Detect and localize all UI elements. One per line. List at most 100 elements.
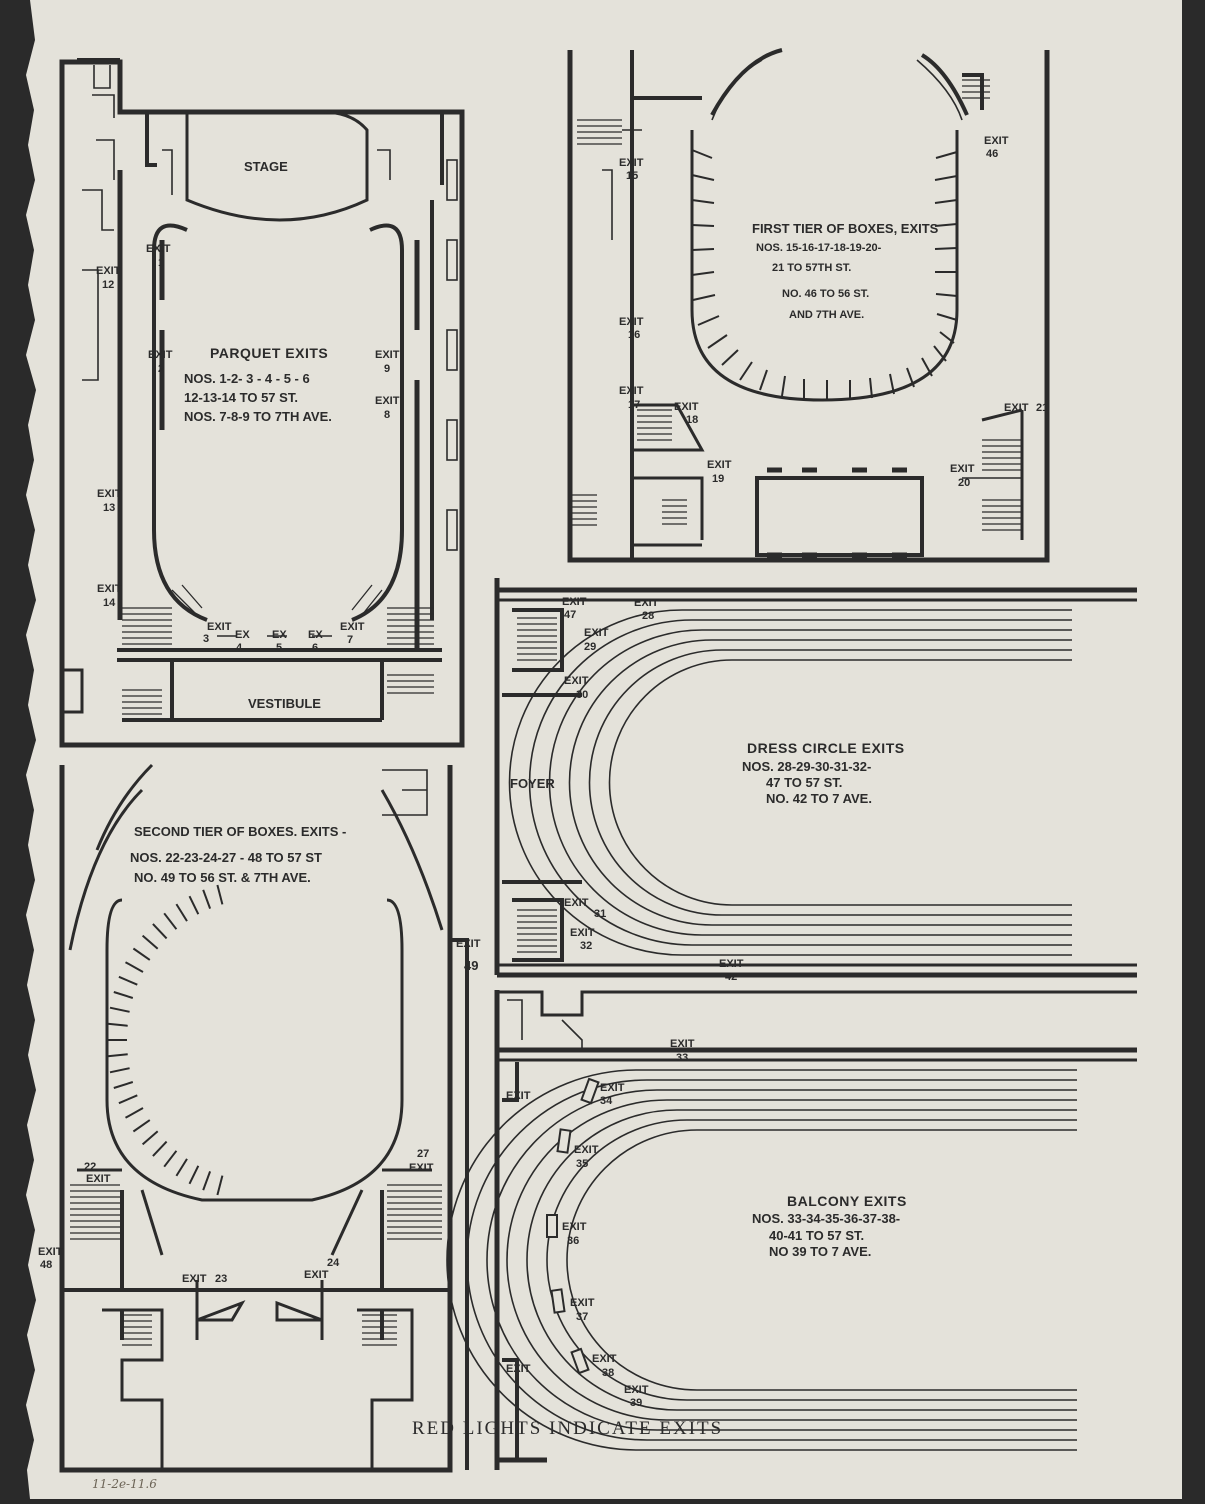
exit-label: EX — [235, 629, 250, 641]
exit-label: EXIT — [984, 135, 1009, 147]
seat-row — [466, 1079, 1077, 1441]
first-tier-line-3: NO. 46 TO 56 ST. — [782, 288, 869, 300]
exit-number: 24 — [327, 1257, 340, 1269]
exit-label: EXIT — [456, 938, 481, 950]
exit-number: 2 — [158, 363, 164, 375]
exit-number: 49 — [464, 958, 478, 973]
balcony-title: BALCONY EXITS — [787, 1193, 907, 1209]
seat-row — [508, 609, 1072, 956]
exit-number: 12 — [102, 279, 114, 291]
exit-number: 48 — [40, 1259, 52, 1271]
second-tier-line-1: NOS. 22-23-24-27 - 48 TO 57 ST — [130, 850, 322, 865]
box-partition — [202, 1171, 212, 1191]
exit-label: EXIT — [148, 349, 173, 361]
exit-label: EXIT — [619, 385, 644, 397]
exit-number: 19 — [712, 473, 724, 485]
seating-rows — [508, 609, 1072, 956]
seat-row — [446, 1069, 1077, 1451]
seat-row — [506, 1099, 1077, 1421]
box-partition — [118, 975, 138, 986]
box-partition — [125, 961, 144, 973]
box-partition — [141, 1130, 159, 1146]
vestibule-label: VESTIBULE — [248, 696, 321, 711]
exit-number: 39 — [630, 1397, 642, 1409]
parquet-line-2: 12-13-14 TO 57 ST. — [184, 390, 298, 405]
balcony-line-3: NO 39 TO 7 AVE. — [769, 1244, 871, 1259]
exit-label: EXIT — [634, 597, 659, 609]
balcony-line-2: 40-41 TO 57 ST. — [769, 1228, 864, 1243]
second-tier-line-2: NO. 49 TO 56 ST. & 7TH AVE. — [134, 870, 311, 885]
exit-label: EXIT — [562, 1221, 587, 1233]
exit-number: 5 — [276, 642, 282, 654]
exit-label: EX — [272, 629, 287, 641]
dress-circle-plan: FOYER DRESS CIRCLE EXITS NOS. 28-29-30-3… — [494, 578, 1137, 983]
exit-number: 47 — [564, 609, 576, 621]
parquet-plan: STAGE VESTIBULE PARQUET EXITS NOS. 1-2- … — [59, 58, 465, 748]
caption: RED LIGHTS INDICATE EXITS — [412, 1418, 723, 1439]
first-tier-exit-labels: EXIT 15 EXIT 16 EXIT 17 EXIT 18 EXIT 19 … — [619, 135, 1048, 489]
balcony-line-1: NOS. 33-34-35-36-37-38- — [752, 1211, 900, 1226]
exit-label: EXIT — [564, 897, 589, 909]
seat-row — [546, 1119, 1077, 1401]
exit-label: EXIT — [182, 1273, 207, 1285]
dress-circle-line-1: NOS. 28-29-30-31-32- — [742, 759, 871, 774]
box-partition — [188, 1165, 200, 1185]
exit-number: 6 — [312, 642, 318, 654]
parquet-exit-labels: EXIT 1 EXIT 2 EXIT 3 EX 4 EX 5 EX 6 EXIT… — [96, 243, 400, 654]
dress-circle-exit-labels: EXIT 47 EXIT 28 EXIT 29 EXIT 30 EXIT 31 … — [562, 596, 744, 983]
exit-label: EXIT — [506, 1363, 531, 1375]
exit-label: EXIT — [97, 583, 122, 595]
exit-number: 42 — [725, 971, 737, 983]
exit-label: EXIT — [950, 463, 975, 475]
exit-label: EXIT — [670, 1038, 695, 1050]
exit-label: EXIT — [38, 1246, 63, 1258]
exit-number: 21 — [1036, 402, 1048, 414]
box-partition — [216, 1175, 224, 1196]
box-partition — [118, 1094, 138, 1105]
box-partition — [113, 1081, 134, 1089]
exit-label: EXIT — [1004, 402, 1029, 414]
box-partitions — [107, 884, 224, 1196]
exit-number: 23 — [215, 1273, 227, 1285]
box-partition — [202, 889, 212, 909]
exit-number: 46 — [986, 148, 998, 160]
stairs — [70, 1184, 442, 1346]
exit-label: EXIT — [97, 488, 122, 500]
stairs — [572, 79, 1022, 531]
seat-row — [528, 619, 1072, 946]
parquet-line-1: NOS. 1-2- 3 - 4 - 5 - 6 — [184, 371, 310, 386]
exit-number: 9 — [384, 363, 390, 375]
exit-label: EXIT — [574, 1144, 599, 1156]
dress-circle-line-2: 47 TO 57 ST. — [766, 775, 842, 790]
exit-label: EXIT — [86, 1173, 111, 1185]
dress-circle-line-3: NO. 42 TO 7 AVE. — [766, 791, 872, 806]
box-partition — [109, 1067, 130, 1074]
parquet-title: PARQUET EXITS — [210, 345, 328, 361]
box-partition — [107, 1053, 128, 1058]
exit-label: EXIT — [375, 395, 400, 407]
exit-label: EXIT — [584, 627, 609, 639]
box-partition — [163, 1150, 178, 1168]
paper-sheet — [26, 0, 1182, 1499]
exit-number: 32 — [580, 940, 592, 952]
exit-label: EXIT — [564, 675, 589, 687]
stairs — [517, 617, 557, 953]
exit-label: EXIT — [375, 349, 400, 361]
exit-number: 4 — [236, 642, 243, 654]
exit-label: EXIT — [707, 459, 732, 471]
exit-number: 20 — [958, 477, 970, 489]
exit-label: EXIT — [146, 243, 171, 255]
handwritten-note: 11-2e-11.6 — [92, 1477, 157, 1491]
exit-label: EXIT — [719, 958, 744, 970]
first-tier-plan: FIRST TIER OF BOXES, EXITS NOS. 15-16-17… — [567, 48, 1050, 563]
exit-label: EXIT — [304, 1269, 329, 1281]
seat-row — [568, 639, 1072, 926]
seat-row — [526, 1109, 1077, 1411]
floor-plans: STAGE VESTIBULE PARQUET EXITS NOS. 1-2- … — [26, 0, 1182, 1499]
seating-rows — [446, 1069, 1077, 1451]
exit-label: EXIT — [570, 927, 595, 939]
exit-number: 35 — [576, 1158, 588, 1170]
exit-number: 7 — [347, 634, 353, 646]
vestibule-posts — [767, 467, 907, 558]
exit-label: EXIT — [674, 401, 699, 413]
